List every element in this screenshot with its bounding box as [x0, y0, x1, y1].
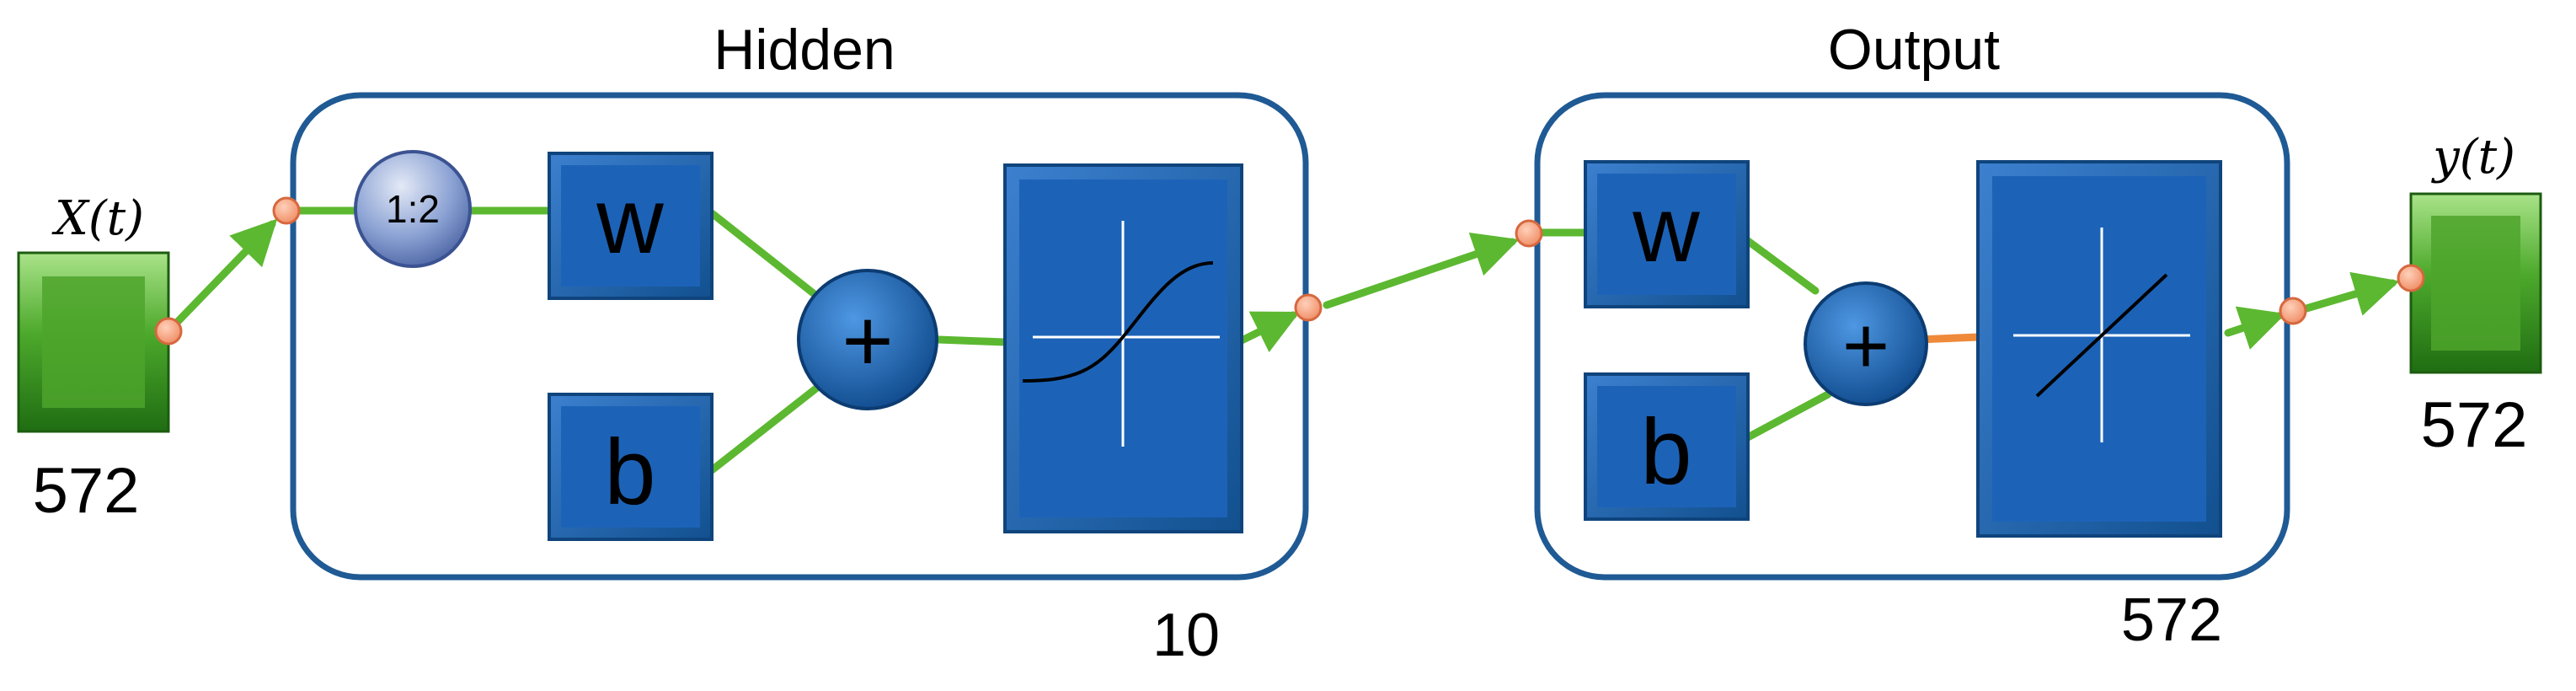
node-result-in — [2397, 264, 2425, 292]
output-sum-block: + — [1804, 281, 1928, 406]
wire-hidden-to-output — [1323, 232, 1520, 309]
output-signal-label: y(t) — [2430, 130, 2515, 185]
hidden-bias-block: b — [548, 393, 713, 541]
tapped-delay-block: 1:2 — [354, 150, 472, 268]
output-layer-title: Output — [1828, 18, 2000, 82]
wire-output-bias-to-sum — [1742, 390, 1832, 442]
node-output-out — [2279, 297, 2307, 325]
input-signal-label: X(t) — [51, 191, 144, 246]
wire-input-to-hidden — [164, 218, 278, 335]
node-input-out — [154, 317, 183, 346]
hidden-activation-block — [1003, 163, 1243, 533]
tapped-delay-label: 1:2 — [386, 187, 440, 231]
wire-output-sum-to-activation — [1915, 333, 1982, 344]
output-sum-label: + — [1842, 301, 1889, 391]
output-activation-block — [1976, 160, 2222, 538]
input-block: X(t) 572 — [17, 191, 170, 527]
connections — [164, 206, 2400, 474]
wire-activation-to-output-out — [2224, 306, 2286, 350]
purelin-line-icon — [2035, 273, 2168, 398]
output-signal-block: y(t) 572 — [2409, 130, 2542, 461]
wire-output-to-result — [2302, 271, 2400, 316]
wire-weight-to-sum — [708, 209, 820, 299]
wire-activation-to-hidden-out — [1237, 311, 1301, 353]
tansig-curve-icon — [1022, 261, 1214, 383]
hidden-layer-title: Hidden — [713, 18, 895, 82]
output-bias-label: b — [1640, 400, 1692, 504]
wire-sum-to-activation — [934, 335, 1009, 346]
node-hidden-in — [272, 196, 301, 225]
wire-bias-to-sum — [708, 383, 821, 474]
node-hidden-out — [1294, 293, 1323, 322]
hidden-layer-size: 10 — [1152, 602, 1220, 669]
output-weight-label: w — [1632, 178, 1700, 281]
output-layer-size: 572 — [2121, 587, 2222, 654]
hidden-weight-label: w — [596, 169, 664, 273]
output-signal-size: 572 — [2421, 389, 2528, 461]
hidden-sum-block: + — [797, 269, 938, 410]
output-weight-block: w — [1584, 160, 1750, 308]
output-layer-frame — [1534, 92, 2290, 581]
hidden-layer: Hidden 1:2 w b + 10 — [290, 18, 1309, 669]
node-output-in — [1515, 219, 1543, 248]
hidden-layer-frame — [290, 92, 1309, 581]
hidden-sum-label: + — [842, 292, 893, 390]
hidden-weight-block: w — [548, 152, 713, 300]
wire-output-weight-to-sum — [1740, 234, 1820, 295]
hidden-bias-label: b — [604, 420, 655, 524]
output-layer: Output w b + 572 — [1534, 18, 2290, 654]
connection-nodes — [154, 196, 2425, 346]
output-bias-block: b — [1584, 372, 1750, 521]
input-size: 572 — [33, 455, 140, 527]
